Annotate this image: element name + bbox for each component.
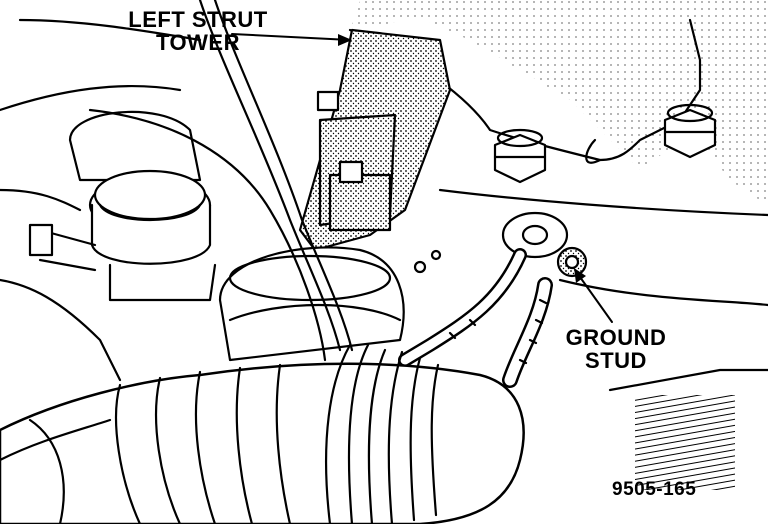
ground-stud-label: GROUND STUD (556, 326, 676, 372)
left-strut-tower-label-line-1: LEFT STRUT (128, 7, 268, 32)
bracket-nuts (316, 90, 364, 184)
ground-stud-label-line-1: GROUND (565, 325, 667, 350)
strut-bracket (298, 28, 452, 252)
figure-number: 9505-165 (612, 479, 697, 500)
leader-ground-stud (574, 268, 613, 323)
ground-eyelet (501, 211, 588, 278)
fender-wall (413, 188, 768, 490)
leader-left-strut-tower (231, 33, 352, 46)
nut-2 (663, 103, 717, 159)
nut-1 (493, 128, 547, 184)
throttle-cable (88, 0, 354, 362)
brake-reservoir (28, 110, 217, 302)
ground-wire-harness (398, 248, 553, 388)
air-intake-hose (0, 343, 525, 524)
ground-stud-label-line-2: STUD (585, 348, 647, 374)
left-strut-tower-label-line-2: TOWER (156, 30, 240, 56)
left-strut-tower-label: LEFT STRUT TOWER (118, 8, 278, 54)
engine-block (0, 18, 202, 382)
